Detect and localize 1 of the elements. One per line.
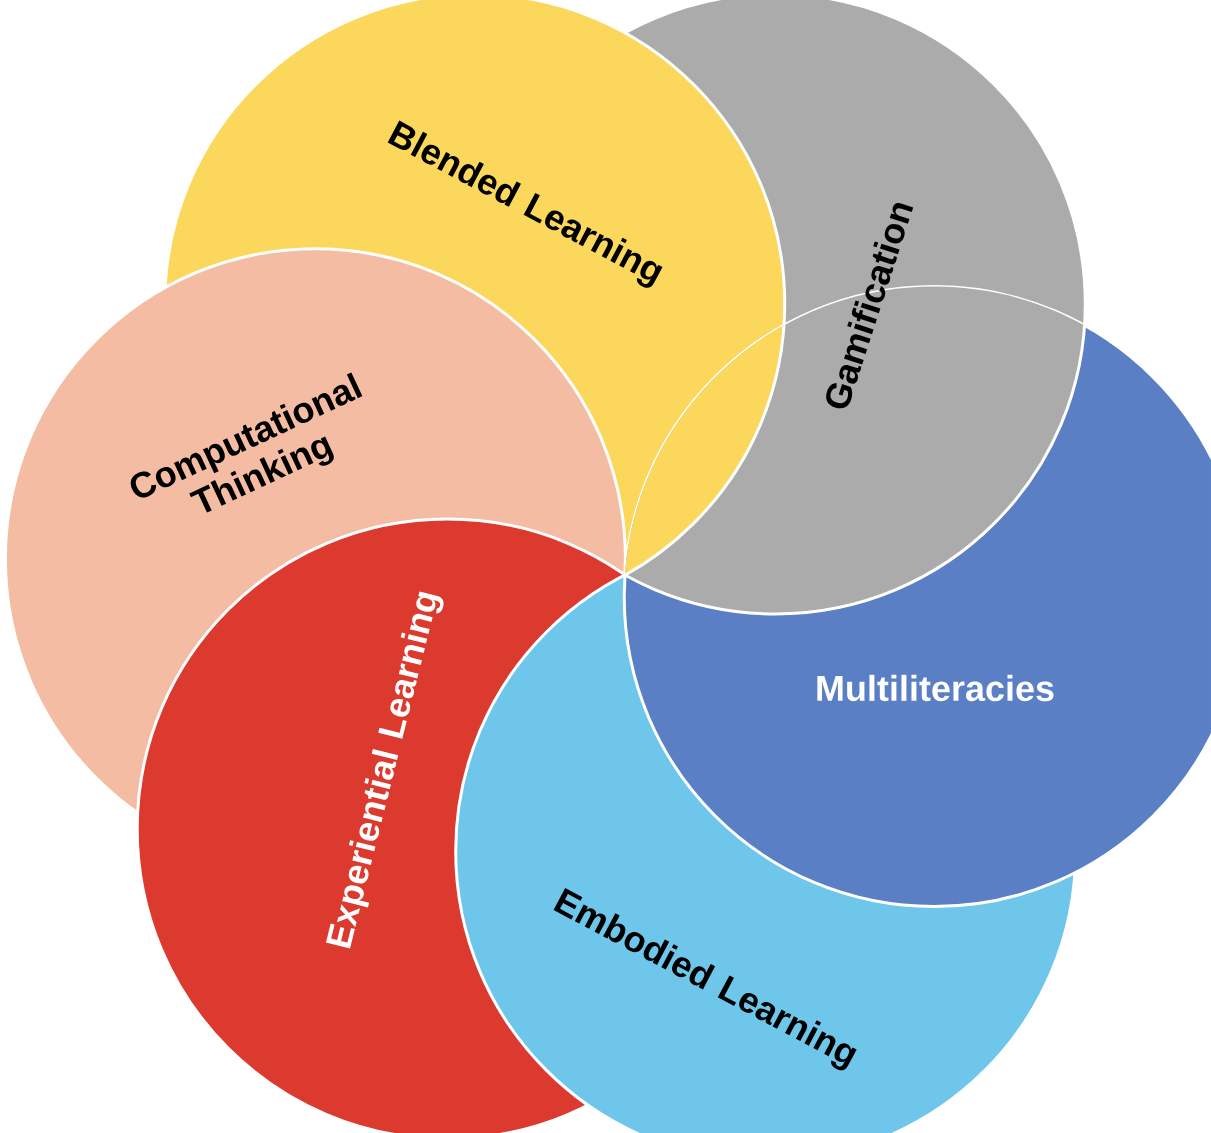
circle-label: Multiliteracies: [817, 674, 1054, 702]
